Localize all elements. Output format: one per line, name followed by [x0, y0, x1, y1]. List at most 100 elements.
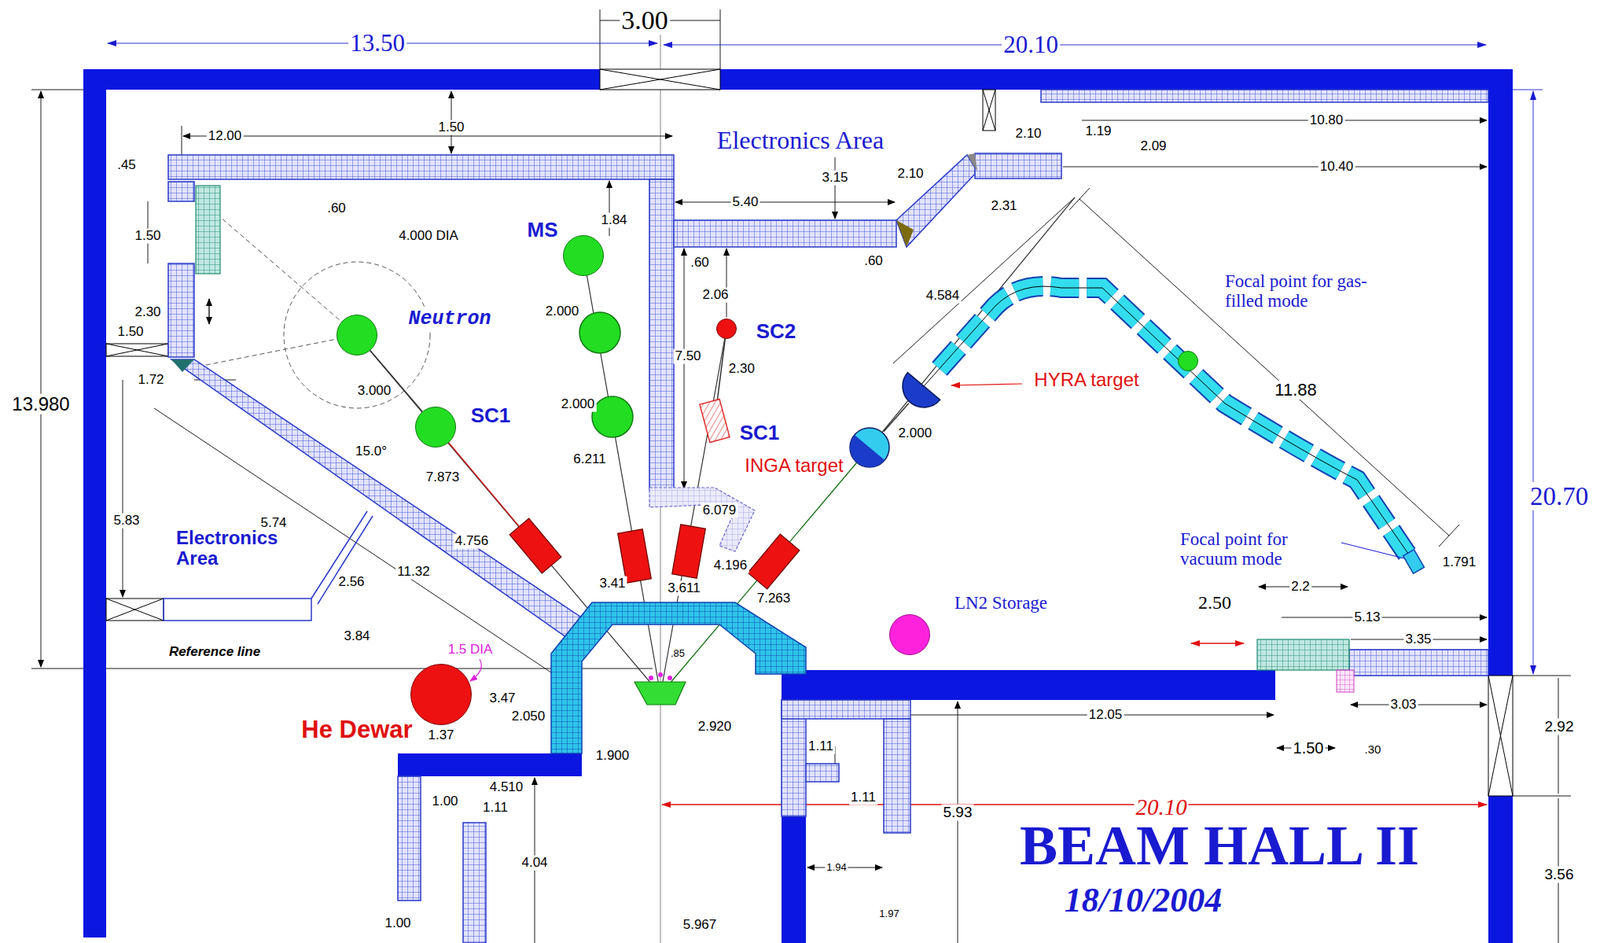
dimension-label: 7.50: [673, 349, 703, 365]
shield-wall: [463, 822, 486, 943]
target-chamber-shape: [893, 372, 941, 416]
dimension-label: 1.19: [1083, 124, 1113, 140]
shield-wall: [974, 153, 1062, 179]
area-label: Electronics Area: [715, 126, 886, 155]
detector-station: [579, 312, 633, 438]
dimension-label: 1.11: [481, 800, 510, 816]
wall: [83, 69, 107, 938]
node-label: LN2 Storage: [952, 592, 1049, 613]
shield-wall: [649, 179, 674, 490]
target-chamber-shape: [848, 426, 891, 469]
dimension-label: 11.88: [1272, 380, 1318, 400]
dimension-label: 7.263: [755, 591, 793, 607]
dimension-label: 4.584: [924, 288, 962, 304]
dimension-label: 1.50: [115, 324, 145, 340]
dimension-label: 2.10: [895, 166, 925, 182]
dashed-guides: [196, 196, 357, 335]
dimension-lines: [609, 180, 611, 236]
detector: [672, 524, 707, 579]
dimension-label: 2.2: [1289, 579, 1312, 595]
door: [106, 343, 169, 357]
dimension-label: 5.40: [730, 194, 760, 210]
corner-block: [896, 220, 914, 247]
door: [1488, 675, 1513, 796]
wall: [83, 69, 1513, 943]
dimension-label: 3.56: [1543, 866, 1576, 883]
door: [106, 598, 164, 621]
detector-station: SC2: [716, 318, 737, 339]
note-label: 1.5 DIA: [446, 642, 495, 658]
edge-label: 3.000: [356, 382, 394, 398]
dimension-lines: [31, 89, 84, 91]
separator: [939, 286, 1408, 555]
dimension-label: 2.000: [559, 397, 597, 412]
shield-wall: [1349, 649, 1489, 676]
separator: [923, 286, 1414, 562]
leader-line: [470, 658, 482, 681]
shield-wall: [673, 220, 897, 247]
open-wall: [163, 511, 373, 621]
dimension-label: 10.80: [1308, 113, 1346, 129]
open-wall: [317, 515, 373, 604]
dashed-guides: [283, 261, 431, 409]
dimension-lines: [684, 248, 685, 489]
target-marker: [667, 675, 673, 681]
dimension-lines: [1081, 120, 1487, 122]
dimension-lines: [154, 408, 573, 687]
dimension-label: 11.32: [395, 564, 431, 580]
dimension-label: 1.00: [382, 915, 412, 931]
target-marker: [648, 672, 673, 681]
wall: [83, 69, 600, 90]
focal-point-shape: [1406, 550, 1421, 573]
dimension-lines: [1512, 89, 1543, 91]
open-wall: [311, 511, 368, 599]
dimension-label: 1.900: [594, 748, 632, 764]
detector: [509, 518, 800, 589]
door: [106, 343, 169, 357]
dimension-label: 1.11: [806, 739, 835, 755]
detector-station: MS: [562, 235, 604, 276]
dimension-label: 3.47: [487, 691, 517, 707]
detector-box: SC1: [702, 399, 727, 442]
node-label: SC1: [469, 404, 513, 427]
dimension-label: 7.873: [424, 470, 462, 486]
dimension-label: 6.079: [701, 503, 739, 519]
dimension-label: 13.50: [348, 29, 407, 57]
dimension-label: 4.04: [519, 855, 549, 871]
shield-wall: [397, 776, 421, 901]
dimension-lines: [1533, 91, 1534, 674]
dimension-lines: [599, 9, 601, 70]
wall: [397, 753, 582, 777]
target-chamber-shape: [842, 434, 885, 475]
dimension-label: 1.94: [824, 861, 848, 873]
helium-dewar: He Dewar: [410, 663, 472, 725]
node-label: SC1: [738, 421, 782, 445]
dimension-lines: [1281, 617, 1487, 618]
movement-arrow: [208, 298, 210, 324]
dimension-label: 1.50: [132, 228, 162, 244]
dimension-label: .60: [862, 253, 885, 269]
dimension-label: 1.11: [849, 790, 878, 806]
detector-box-shape: [699, 398, 730, 442]
dimension-lines: [122, 379, 124, 597]
leader-line: [1341, 542, 1405, 559]
title: BEAM HALL II: [1018, 814, 1421, 877]
node-label: Focal point for vacuum mode: [1178, 529, 1339, 570]
dimension-label: 1.97: [877, 908, 901, 920]
shield-wall: [168, 263, 195, 357]
note-label: Reference line: [167, 644, 262, 660]
target-chamber-shape: [842, 434, 885, 475]
target: [634, 681, 686, 705]
dimension-lines: [1558, 677, 1560, 794]
wall: [781, 816, 806, 943]
target-marker: [648, 675, 654, 681]
dimension-label: 20.70: [1528, 481, 1590, 511]
dimension-lines: [1350, 704, 1487, 706]
dimension-label: 2.92: [1543, 718, 1576, 736]
movable-shield: [1257, 639, 1350, 670]
dimension-label: .45: [115, 158, 138, 173]
dimension-label: .60: [325, 201, 348, 217]
separator: [939, 286, 1408, 555]
wall: [781, 669, 1276, 700]
node-label: SC2: [754, 320, 799, 343]
